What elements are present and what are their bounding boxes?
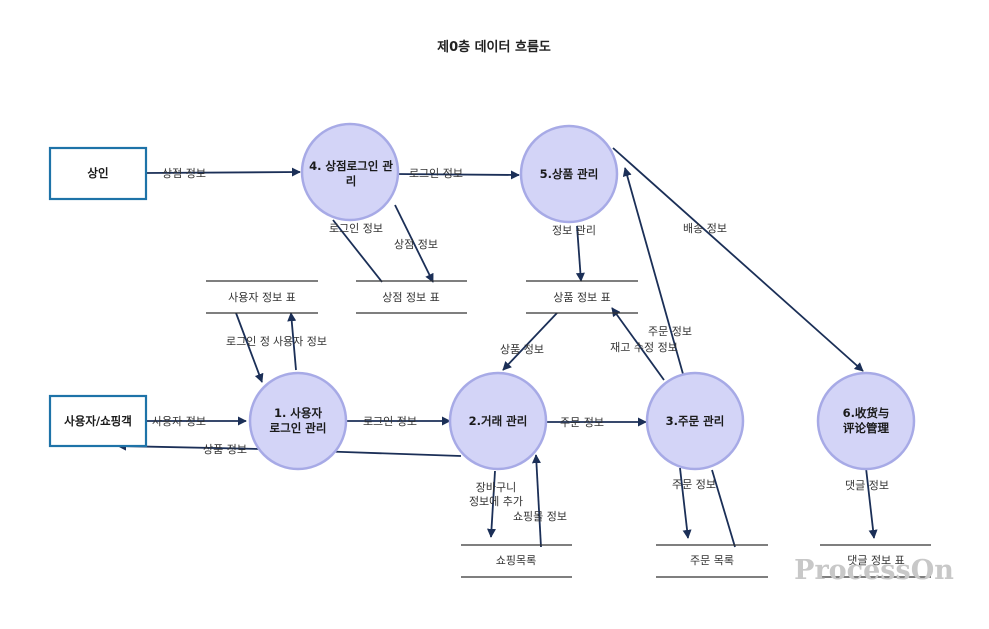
flow-merchant-to-p4 xyxy=(145,167,301,177)
process-1-label-1: 1. 사용자 xyxy=(274,406,323,420)
store-shop-info[interactable]: 상점 정보 표 xyxy=(356,280,467,314)
flow-p3-to-order-list xyxy=(679,467,692,539)
flow-p4-to-p5 xyxy=(394,170,520,180)
process-3-order[interactable]: 3.주문 관리 xyxy=(645,371,745,471)
flow-label-login-info-1: 로그인 정보 xyxy=(409,167,463,180)
flow-shopping-list-to-p2 xyxy=(531,454,542,548)
flow-label-shop-info-1: 상점 정보 xyxy=(162,167,206,180)
process-1-user-login[interactable]: 1. 사용자 로그인 관리 xyxy=(248,371,348,471)
process-6-receipt-review[interactable]: 6.收货与 评论管理 xyxy=(816,371,916,471)
process-5-product[interactable]: 5.상품 관리 xyxy=(519,124,619,224)
flow-label-stock-edit: 재고 수정 정보 xyxy=(610,341,678,354)
store-user-info[interactable]: 사용자 정보 표 xyxy=(206,280,318,314)
flow-label-shopping-mall-info: 쇼핑몰 정보 xyxy=(513,510,567,523)
flow-p1-to-user-store xyxy=(287,312,297,371)
flow-label-order-info-1: 주문 정보 xyxy=(648,325,692,338)
flow-label-cart-line2: 정보에 추가 xyxy=(469,495,523,508)
flow-p2-to-shopping-list xyxy=(486,470,496,538)
store-user-info-label: 사용자 정보 표 xyxy=(228,291,296,304)
store-shopping-list[interactable]: 쇼핑목록 xyxy=(461,544,572,578)
flow-label-info-manage: 정보 관리 xyxy=(552,224,596,237)
flow-order-list-to-p3 xyxy=(711,469,736,548)
process-4-label-2: 리 xyxy=(346,174,357,188)
flow-label-order-info-3: 주문 정보 xyxy=(672,478,716,491)
process-4-shop-login[interactable]: 4. 상점로그인 관 리 xyxy=(300,122,400,222)
flow-label-comment-info: 댓글 정보 xyxy=(845,479,889,492)
process-3-label: 3.주문 관리 xyxy=(666,414,725,428)
flow-label-delivery-info: 배송 정보 xyxy=(683,222,727,235)
flow-label-login-info-3: 로그인 정 xyxy=(226,335,270,348)
flow-label-user-info-flow: 사용자 정보 xyxy=(273,335,327,348)
data-stores: 사용자 정보 표 상점 정보 표 상품 정보 표 쇼핑목록 주문 목록 댓글 정… xyxy=(206,280,931,578)
entity-user-label: 사용자/쇼핑객 xyxy=(64,414,132,428)
flow-p6-to-comment-store xyxy=(865,467,878,539)
flow-label-login-info-4: 로그인 정보 xyxy=(363,415,417,428)
process-2-label: 2.거래 관리 xyxy=(469,414,528,428)
flow-label-order-info-2: 주문 정보 xyxy=(560,416,604,429)
flow-label-login-info-2: 로그인 정보 xyxy=(329,222,383,235)
flow-p5-to-product-store xyxy=(575,225,585,282)
store-shop-info-label: 상점 정보 표 xyxy=(382,291,440,304)
entity-user[interactable]: 사용자/쇼핑객 xyxy=(48,394,148,448)
store-product-info-label: 상품 정보 표 xyxy=(553,291,611,304)
store-shopping-list-label: 쇼핑목록 xyxy=(496,554,536,567)
flow-label-cart-line1: 장바구니 xyxy=(476,481,516,494)
diagram-title: 제0층 데이터 흐름도 xyxy=(437,39,551,55)
entity-merchant[interactable]: 상인 xyxy=(48,146,148,201)
entity-merchant-label: 상인 xyxy=(87,166,108,180)
store-order-list-label: 주문 목록 xyxy=(690,554,734,567)
flows xyxy=(117,147,878,548)
flow-p4-to-shop-store-b xyxy=(394,204,434,283)
flow-label-shop-info-2: 상점 정보 xyxy=(394,238,438,251)
store-comment-info-label: 댓글 정보 표 xyxy=(847,554,905,567)
process-2-transaction[interactable]: 2.거래 관리 xyxy=(448,371,548,471)
process-4-label-1: 4. 상점로그인 관 xyxy=(309,159,393,173)
flow-label-user-info-in: 사용자 정보 xyxy=(152,415,206,428)
store-comment-info[interactable]: 댓글 정보 표 xyxy=(820,544,931,578)
flow-labels: 상점 정보 로그인 정보 로그인 정보 상점 정보 배송 정보 정보 관리 로그… xyxy=(152,167,889,523)
process-5-label: 5.상품 관리 xyxy=(540,167,599,181)
flow-label-product-info-1: 상품 정보 xyxy=(500,343,544,356)
flow-p3-to-p5 xyxy=(622,167,684,375)
process-6-label-1: 6.收货与 xyxy=(843,406,890,420)
store-order-list[interactable]: 주문 목록 xyxy=(656,544,768,578)
watermark: ProcessOn xyxy=(794,555,954,586)
flow-label-product-info-out: 상품 정보 xyxy=(203,443,247,456)
flow-product-store-to-p2 xyxy=(502,312,558,371)
flow-user-store-to-p1 xyxy=(235,312,264,383)
flow-p4-to-shop-store-a xyxy=(332,219,383,283)
store-product-info[interactable]: 상품 정보 표 xyxy=(526,280,638,314)
process-6-label-2: 评论管理 xyxy=(843,421,889,435)
flow-p3-to-product-store xyxy=(611,307,665,381)
flow-p5-to-p6 xyxy=(612,147,864,372)
process-1-label-2: 로그인 관리 xyxy=(270,421,327,435)
